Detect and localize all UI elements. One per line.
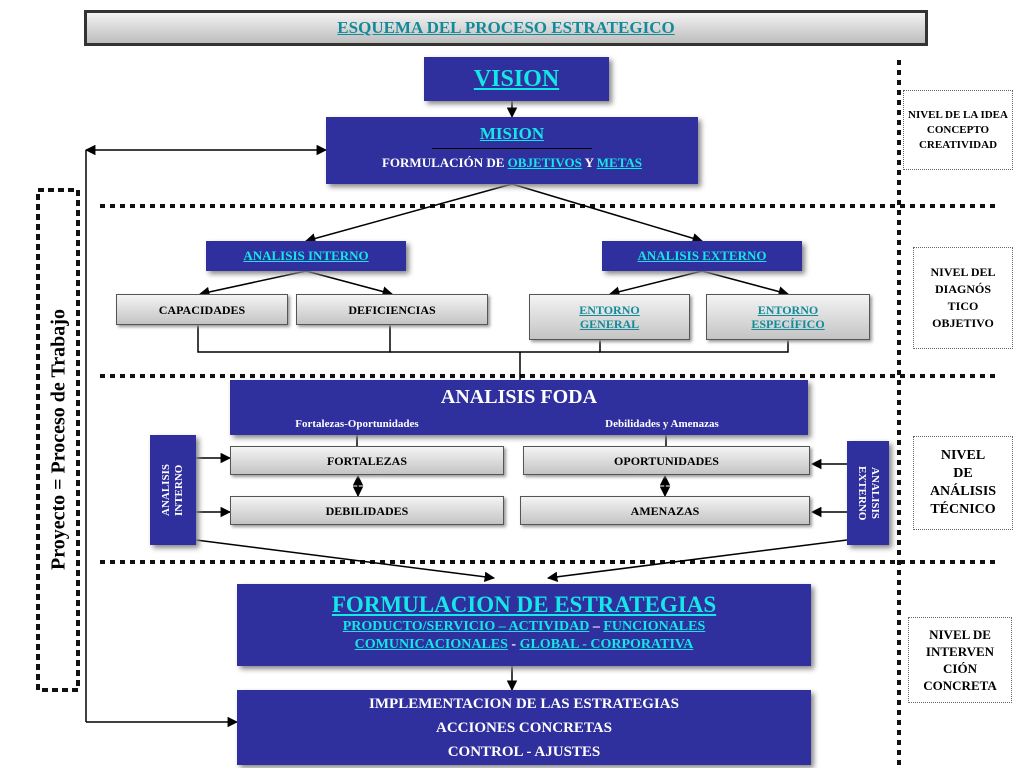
side-analisis-interno-box: ANALISIS INTERNO bbox=[150, 435, 196, 545]
analisis-interno-text: ANALISIS INTERNO bbox=[243, 248, 369, 263]
nivel-idea-label: NIVEL DE LA IDEA CONCEPTO CREATIVIDAD bbox=[903, 90, 1013, 170]
side-analisis-externo-box: ANALISIS EXTERNO bbox=[847, 441, 889, 545]
oportunidades-box: OPORTUNIDADES bbox=[523, 446, 810, 475]
proyecto-text: Proyecto = Proceso de Trabajo bbox=[47, 309, 70, 571]
entorno-especifico-box: ENTORNO ESPECÍFICO bbox=[706, 294, 870, 340]
nivel-analisis-label: NIVEL DE ANÁLISIS TÉCNICO bbox=[913, 436, 1013, 530]
debilidades-text: DEBILIDADES bbox=[325, 503, 409, 518]
metas-link: METAS bbox=[596, 155, 643, 170]
analisis-externo-text: ANALISIS EXTERNO bbox=[637, 248, 767, 263]
foda-title: ANALISIS FODA bbox=[440, 386, 598, 408]
implementacion-line3: CONTROL - AJUSTES bbox=[447, 744, 601, 760]
implementacion-box: IMPLEMENTACION DE LAS ESTRATEGIAS ACCION… bbox=[237, 690, 811, 765]
entorno-especifico-text: ENTORNO ESPECÍFICO bbox=[751, 303, 825, 331]
deficiencias-box: DEFICIENCIAS bbox=[296, 294, 488, 325]
diagram-title-text: ESQUEMA DEL PROCESO ESTRATEGICO bbox=[337, 18, 675, 37]
estrategias-line1: PRODUCTO/SERVICIO – ACTIVIDAD – FUNCIONA… bbox=[342, 619, 706, 634]
proyecto-frame bbox=[36, 188, 80, 692]
analisis-interno-box: ANALISIS INTERNO bbox=[206, 241, 406, 271]
proyecto-label: Proyecto = Proceso de Trabajo bbox=[44, 190, 74, 690]
mision-title: MISION bbox=[479, 124, 545, 143]
foda-left-sub: Fortalezas-Oportunidades bbox=[295, 418, 419, 430]
capacidades-box: CAPACIDADES bbox=[116, 294, 288, 325]
estrategias-line2: COMUNICACIONALES - GLOBAL - CORPORATIVA bbox=[354, 637, 694, 652]
deficiencias-text: DEFICIENCIAS bbox=[348, 302, 436, 317]
oportunidades-text: OPORTUNIDADES bbox=[614, 453, 719, 468]
estrategias-box: FORMULACION DE ESTRATEGIAS PRODUCTO/SERV… bbox=[237, 584, 811, 666]
mision-box: MISION FORMULACIÓN DE OBJETIVOS Y METAS bbox=[326, 117, 698, 184]
mision-formulacion: FORMULACIÓN DE OBJETIVOS Y METAS bbox=[381, 155, 643, 170]
nivel-diagnostico-label: NIVEL DEL DIAGNÓS TICO OBJETIVO bbox=[913, 247, 1013, 349]
implementacion-line2: ACCIONES CONCRETAS bbox=[435, 720, 612, 736]
debilidades-box: DEBILIDADES bbox=[230, 496, 504, 525]
estrategias-title: FORMULACION DE ESTRATEGIAS bbox=[331, 592, 717, 617]
level-separators bbox=[100, 60, 995, 765]
side-analisis-externo-text: ANALISIS EXTERNO bbox=[856, 465, 881, 521]
objetivos-link: OBJETIVOS bbox=[507, 155, 582, 170]
side-analisis-interno-text: ANALISIS INTERNO bbox=[160, 464, 185, 516]
implementacion-line1: IMPLEMENTACION DE LAS ESTRATEGIAS bbox=[369, 696, 679, 712]
diagram-title: ESQUEMA DEL PROCESO ESTRATEGICO bbox=[84, 10, 928, 46]
analisis-externo-box: ANALISIS EXTERNO bbox=[602, 241, 802, 271]
vision-text: VISION bbox=[473, 65, 560, 92]
foda-right-sub: Debilidades y Amenazas bbox=[605, 418, 719, 430]
fortalezas-box: FORTALEZAS bbox=[230, 446, 504, 475]
vision-box: VISION bbox=[424, 57, 609, 101]
entorno-general-box: ENTORNO GENERAL bbox=[529, 294, 690, 340]
entorno-general-text: ENTORNO GENERAL bbox=[579, 303, 640, 331]
capacidades-text: CAPACIDADES bbox=[158, 302, 246, 317]
fortalezas-text: FORTALEZAS bbox=[326, 453, 408, 468]
amenazas-text: AMENAZAS bbox=[630, 503, 700, 518]
foda-box: ANALISIS FODA Fortalezas-Oportunidades D… bbox=[230, 380, 808, 435]
mision-underline bbox=[432, 148, 592, 149]
nivel-intervencion-label: NIVEL DE INTERVEN CIÓN CONCRETA bbox=[908, 617, 1012, 703]
amenazas-box: AMENAZAS bbox=[520, 496, 810, 525]
